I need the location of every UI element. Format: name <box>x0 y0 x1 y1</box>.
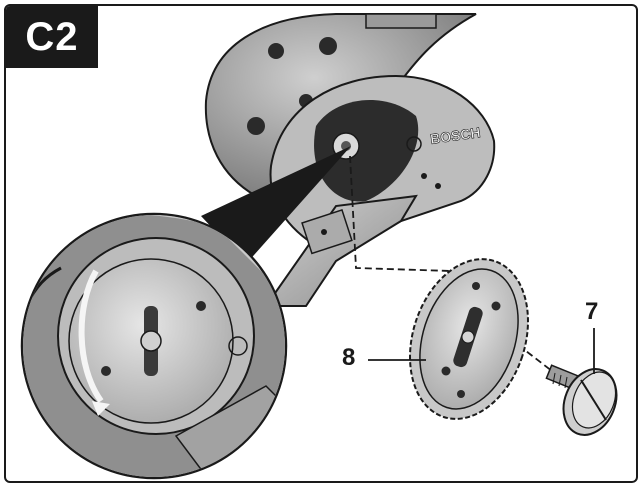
screw <box>545 364 618 436</box>
callout-8: 8 <box>342 344 356 371</box>
zoom-wedge <box>201 146 351 264</box>
blade-guard <box>269 74 496 258</box>
brand-logo-text: BOSCH <box>429 124 481 147</box>
figure-badge: C2 <box>6 6 98 68</box>
tool-arm <box>264 194 418 307</box>
magnified-inset <box>20 212 288 480</box>
assembly-illustration: BOSCH <box>20 13 618 480</box>
cutting-disc <box>409 258 529 420</box>
callout-7: 7 <box>585 298 599 325</box>
diagram-frame: BOSCH <box>4 4 638 483</box>
